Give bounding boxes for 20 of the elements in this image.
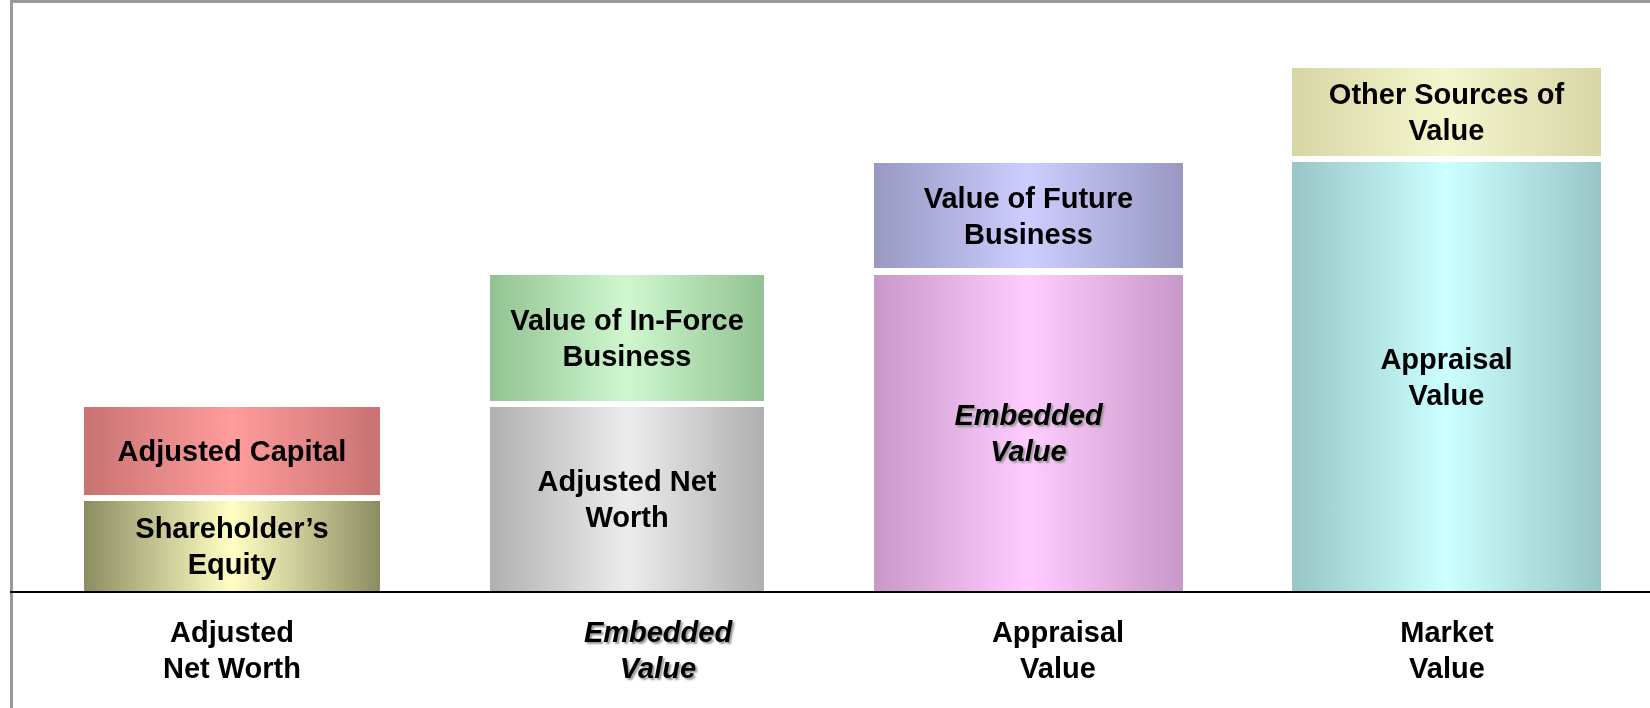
future-business-block (874, 163, 1183, 268)
capital-block (84, 407, 380, 495)
block-label: Adjusted Capital (117, 434, 347, 469)
block-label: Value of Future Business (922, 180, 1135, 252)
column-label: Adjusted Net Worth (162, 615, 302, 686)
block-label: Value of In-Force Business (509, 303, 745, 374)
other-sources-block (1292, 68, 1601, 156)
embedded-value-block (874, 275, 1183, 591)
block-label: Appraisal Value (1379, 341, 1514, 413)
block-label: Other Sources of Value (1327, 77, 1566, 148)
column-label: Embedded Value (582, 615, 734, 686)
column-label: Market Value (1399, 615, 1495, 686)
block-label: Adjusted Net Worth (536, 464, 718, 535)
appraisal-value-block (1292, 162, 1601, 591)
in-force-block (490, 275, 764, 401)
equity-block (84, 501, 380, 591)
block-label: Embedded Value (953, 398, 1104, 469)
column-label: Appraisal Value (990, 615, 1126, 686)
block-label: Shareholder’s Equity (134, 511, 330, 582)
net-worth-block (490, 407, 764, 591)
